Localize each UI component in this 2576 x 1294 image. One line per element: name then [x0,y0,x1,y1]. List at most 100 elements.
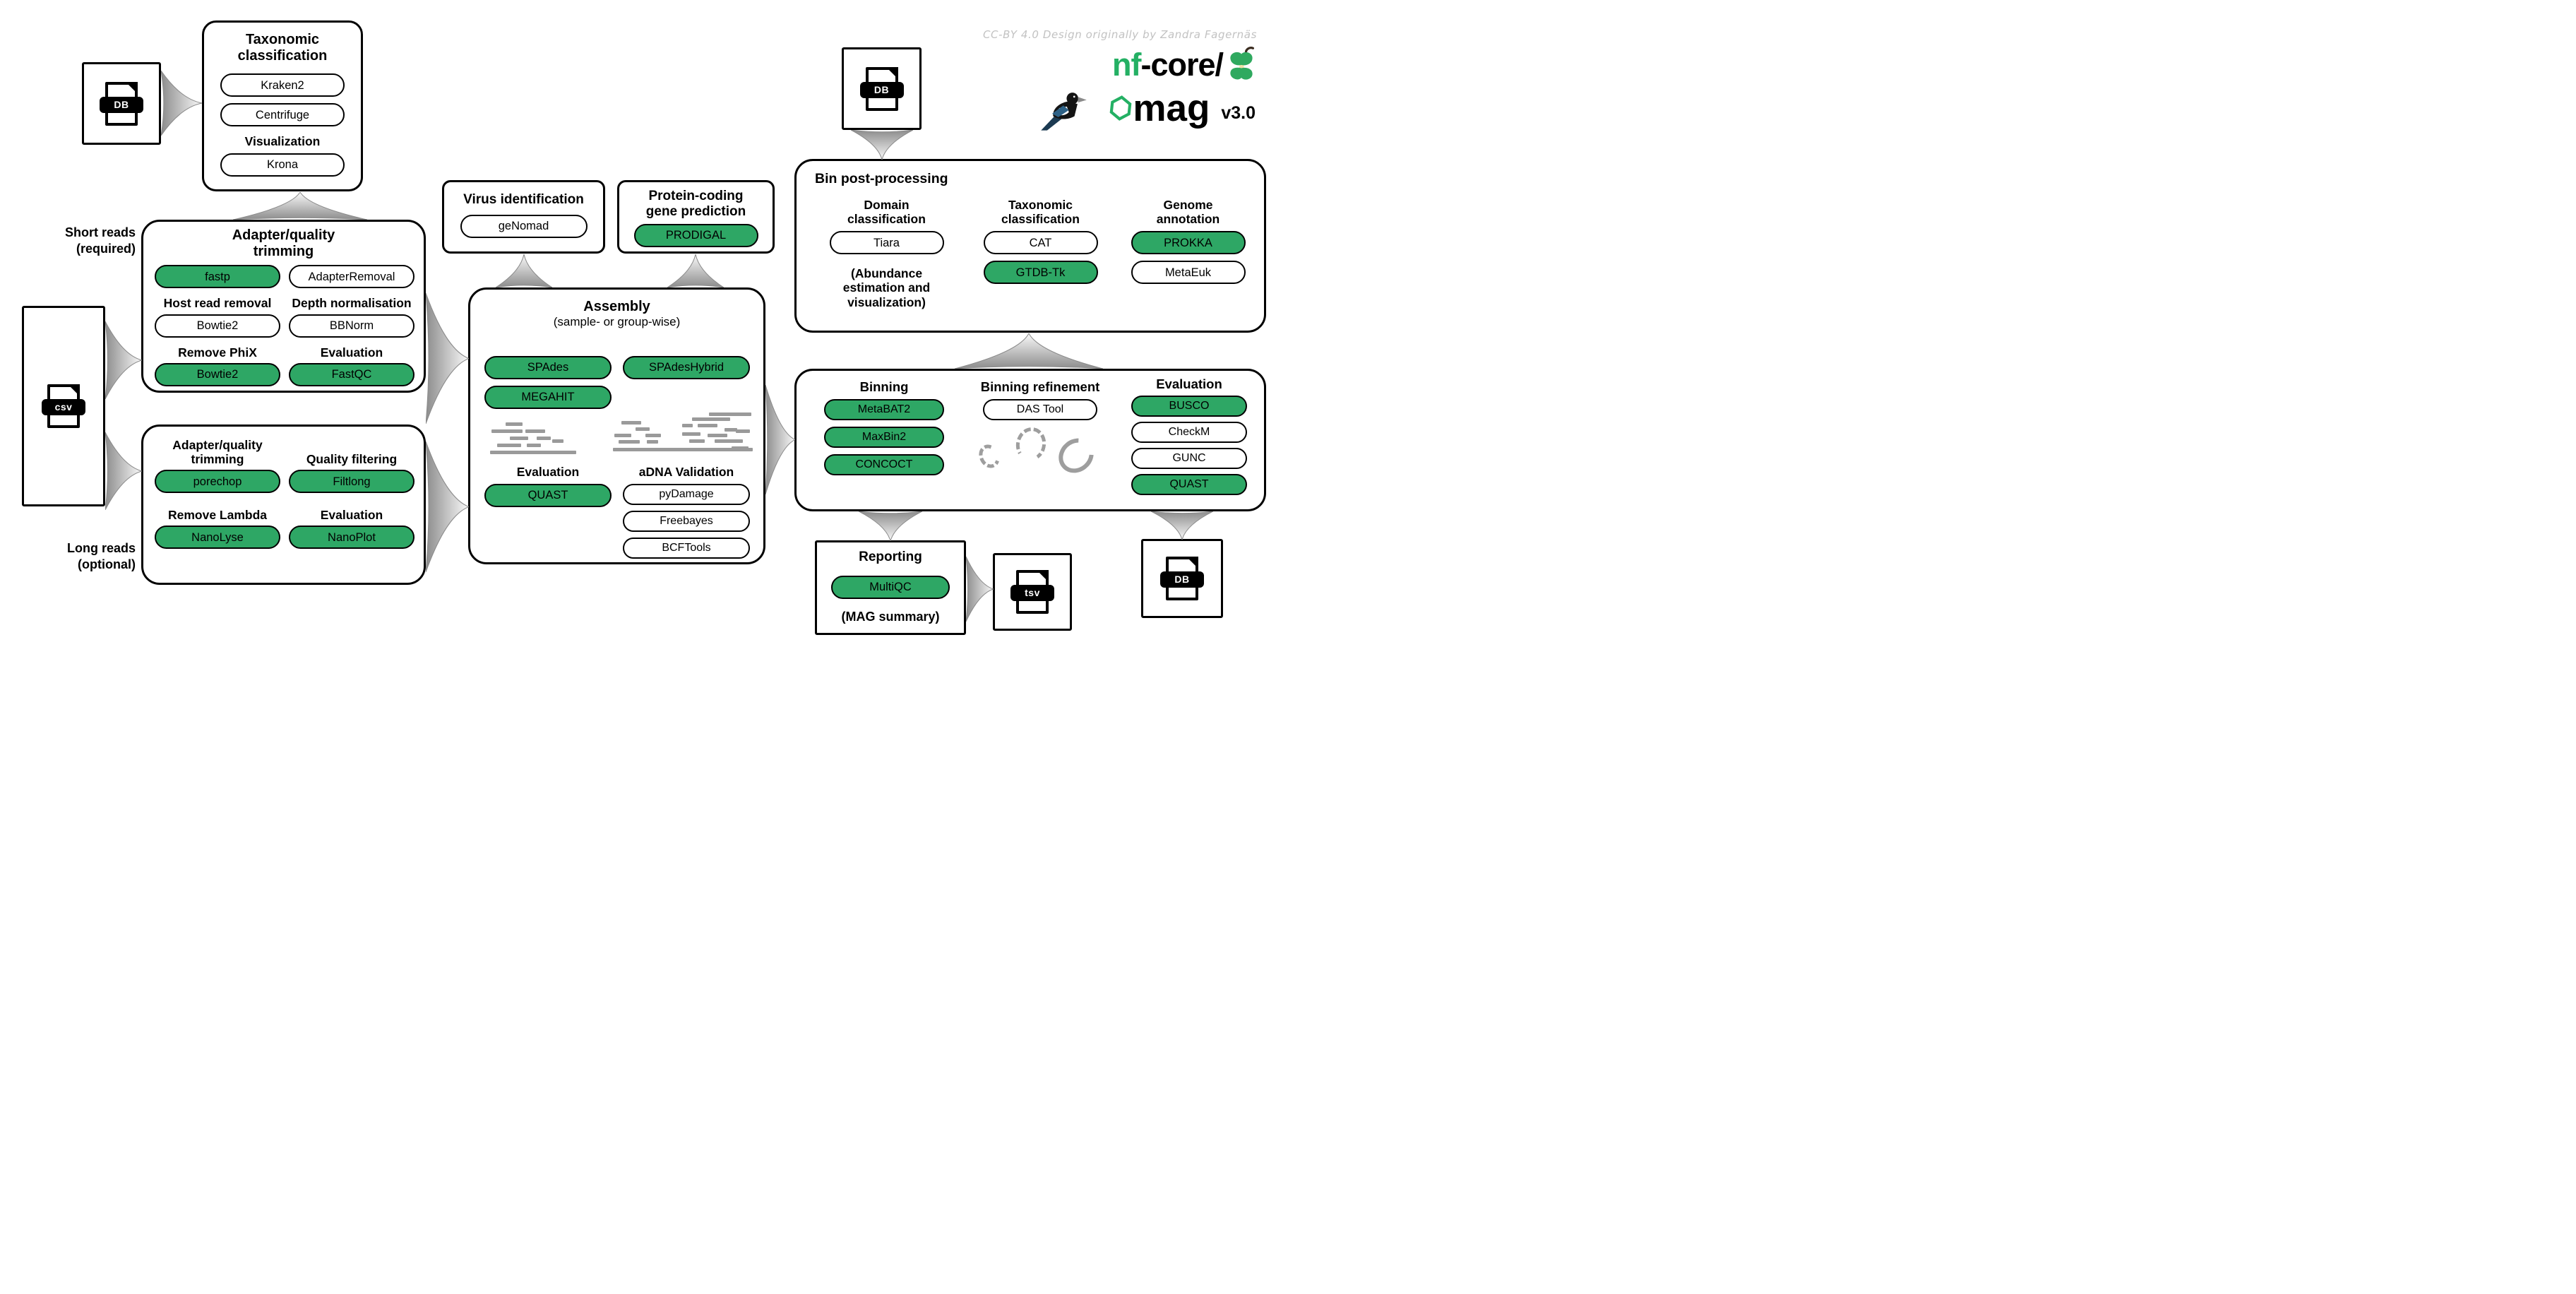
heading-binning-refinement: Binning refinement [980,379,1100,394]
file-type-label: csv [42,399,85,415]
bin-post-processing-box: Bin post-processing Domain classificatio… [794,159,1266,333]
pill-freebayes: Freebayes [623,511,750,533]
long-reads-label: Long reads (optional) [66,541,136,572]
pill-bowtie2-phix: Bowtie2 [155,362,280,386]
taxonomic-classification-box: Taxonomic classification Kraken2 Centrif… [202,20,363,191]
db-file-icon: DB [1160,557,1204,600]
pill-centrifuge: Centrifuge [220,103,345,127]
pill-gtdb-tk: GTDB-Tk [983,261,1098,285]
file-fold-shape [126,81,138,94]
heading-adapter-quality-trimming: Adapter/quality trimming [172,438,263,467]
box-title: Adapter/quality trimming [232,227,335,260]
db-file-box-output: DB [1141,539,1223,618]
pill-pydamage: pyDamage [623,484,750,506]
pill-bbnorm: BBNorm [289,314,415,338]
reporting-box: Reporting MultiQC (MAG summary) [815,540,966,635]
heading-depth-normalisation: Depth normalisation [292,296,412,311]
long-reads-qc-box: Adapter/quality trimming Quality filteri… [141,425,426,585]
pill-megahit: MEGAHIT [484,386,612,409]
pill-multiqc: MultiQC [831,576,950,600]
heading-adna-validation: aDNA Validation [638,465,734,479]
box-title: Assembly [583,299,650,314]
tsv-file-icon: tsv [1010,570,1054,614]
heading-remove-phix: Remove PhiX [178,345,257,360]
version-text: v3.0 [1221,102,1256,123]
pill-prokka: PROKKA [1131,231,1246,255]
pill-fastp: fastp [155,265,280,289]
box-title: Protein-coding gene prediction [645,189,746,220]
arrow-csv-to-longreads [105,432,142,510]
heading-taxonomic-classification: Taxonomic classification [1001,198,1080,227]
pill-cat: CAT [983,231,1098,255]
pill-nanoplot: NanoPlot [289,526,415,550]
heading-remove-lambda: Remove Lambda [167,508,268,523]
pill-spadeshybrid: SPAdesHybrid [623,356,750,379]
pipeline-diagram: CC-BY 4.0 Design originally by Zandra Fa… [0,0,1288,647]
pill-tiara: Tiara [829,231,944,255]
short-reads-qc-box: Adapter/quality trimming fastp AdapterRe… [141,220,426,393]
pill-fastqc: FastQC [289,362,415,386]
arrow-longreads-to-assembly [426,441,469,572]
arrow-shortreads-to-taxonomic [233,192,367,220]
brand-wordmark: nf-core/ [1112,46,1224,83]
pill-das-tool: DAS Tool [983,399,1097,421]
pill-kraken2: Kraken2 [220,73,345,97]
arrow-assembly-to-protein [667,254,724,287]
file-fold-shape [886,66,898,79]
magpie-icon [1041,93,1087,131]
assembly-box: Assembly (sample- or group-wise) SPAdes … [468,287,765,564]
file-type-label: DB [859,81,904,98]
pill-adapterremoval: AdapterRemoval [289,265,415,289]
heading-evaluation: Evaluation [320,345,383,360]
file-type-label: DB [1160,571,1204,588]
pill-genomad: geNomad [460,215,588,239]
read-alignment-graphic [486,412,756,459]
pill-nanolyse: NanoLyse [155,526,280,550]
file-fold-shape [1037,570,1049,582]
short-reads-label: Short reads (required) [64,225,136,256]
heading-evaluation: Evaluation [516,465,580,479]
arrow-reporting-to-tsv [966,557,994,622]
pill-bcftools: BCFTools [623,538,750,559]
heading-binning: Binning [859,379,909,394]
pill-bowtie2-host: Bowtie2 [155,314,280,338]
pill-filtlong: Filtlong [289,470,415,494]
pill-busco: BUSCO [1131,396,1247,417]
pill-maxbin2: MaxBin2 [824,427,944,449]
heading-domain-classification: Domain classification [847,198,926,227]
arrow-db-to-binpost [851,130,913,160]
box-title: Virus identification [463,192,584,207]
abundance-note: (Abundance estimation and visualization) [842,266,931,309]
bin-circles-graphic [970,425,1111,480]
db-file-icon: DB [100,81,143,126]
pill-quast-binning: QUAST [1131,474,1247,496]
heading-host-read-removal: Host read removal [163,296,272,311]
arrow-binning-to-reporting [859,511,922,541]
box-title: Bin post-processing [815,171,948,186]
arrow-binning-to-binpost [955,333,1103,369]
arrow-assembly-to-virus [496,254,552,287]
apple-core-icon [1230,47,1254,80]
heading-evaluation: Evaluation [320,508,383,523]
heading-quality-filtering: Quality filtering [306,452,398,467]
arrow-shortreads-to-assembly [426,293,469,424]
pill-gunc: GUNC [1131,448,1247,470]
arrow-csv-to-shortreads [105,321,142,399]
gene-prediction-box: Protein-coding gene prediction PRODIGAL [617,180,775,254]
db-file-box-binpost: DB [842,47,922,130]
brand-core-text: -core/ [1140,46,1224,83]
pill-porechop: porechop [155,470,280,494]
pill-concoct: CONCOCT [824,454,944,476]
pill-quast-assembly: QUAST [484,484,612,508]
pill-metaeuk: MetaEuk [1131,261,1246,285]
pill-krona: Krona [220,153,345,177]
tsv-summary-box: tsv [993,553,1072,631]
visualization-heading: Visualization [244,134,321,149]
pill-metabat2: MetaBAT2 [824,399,944,421]
box-title: Reporting [859,550,922,564]
arrow-binning-to-db [1151,511,1213,540]
heading-genome-annotation: Genome annotation [1156,198,1220,227]
pipeline-name-text: mag [1133,87,1210,129]
csv-file-icon: csv [42,384,85,428]
file-fold-shape [68,384,80,396]
